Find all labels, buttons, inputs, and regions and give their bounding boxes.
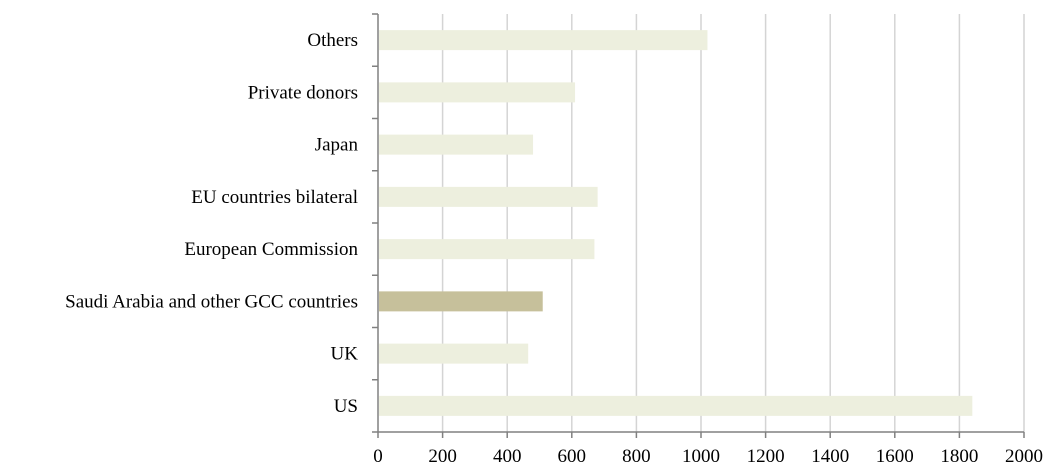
bars bbox=[379, 30, 973, 416]
category-label: EU countries bilateral bbox=[191, 187, 358, 208]
x-tick-label-0: 0 bbox=[373, 446, 383, 467]
category-label: Japan bbox=[315, 135, 359, 156]
grid-lines bbox=[441, 14, 1025, 432]
category-label: US bbox=[334, 396, 358, 417]
bar-private-donors bbox=[379, 82, 576, 103]
x-tick-label-1800: 1800 bbox=[940, 446, 978, 467]
category-labels: US UK Saudi Arabia and other GCC countries… bbox=[65, 30, 358, 417]
bar-others bbox=[379, 30, 708, 51]
x-tick-label-2000: 2000 bbox=[1005, 446, 1043, 467]
x-tick-label-1000: 1000 bbox=[682, 446, 720, 467]
x-tick-label-1200: 1200 bbox=[747, 446, 785, 467]
x-tick-label-1600: 1600 bbox=[876, 446, 914, 467]
x-tick-label-800: 800 bbox=[622, 446, 651, 467]
bar-eu-countries-bilateral bbox=[379, 186, 598, 207]
x-tick-label-200: 200 bbox=[428, 446, 457, 467]
category-label: European Commission bbox=[184, 239, 358, 260]
bar-us bbox=[379, 395, 973, 416]
bar-japan bbox=[379, 134, 534, 155]
bar-european-commission bbox=[379, 239, 595, 260]
x-tick-label-1400: 1400 bbox=[811, 446, 849, 467]
bar-saudi-arabia-and-other-gcc-countries bbox=[379, 291, 543, 312]
x-tick-label-600: 600 bbox=[558, 446, 587, 467]
category-label: Saudi Arabia and other GCC countries bbox=[65, 291, 358, 312]
tick-labels: 0 200 400 600 800 1000 1200 1400 1600 1800 2000 bbox=[373, 446, 1043, 467]
category-label: Private donors bbox=[248, 82, 358, 103]
axes bbox=[372, 13, 1025, 438]
category-label: Others bbox=[307, 30, 358, 51]
category-label: UK bbox=[331, 344, 359, 365]
bar-uk bbox=[379, 343, 529, 364]
x-tick-label-400: 400 bbox=[493, 446, 522, 467]
